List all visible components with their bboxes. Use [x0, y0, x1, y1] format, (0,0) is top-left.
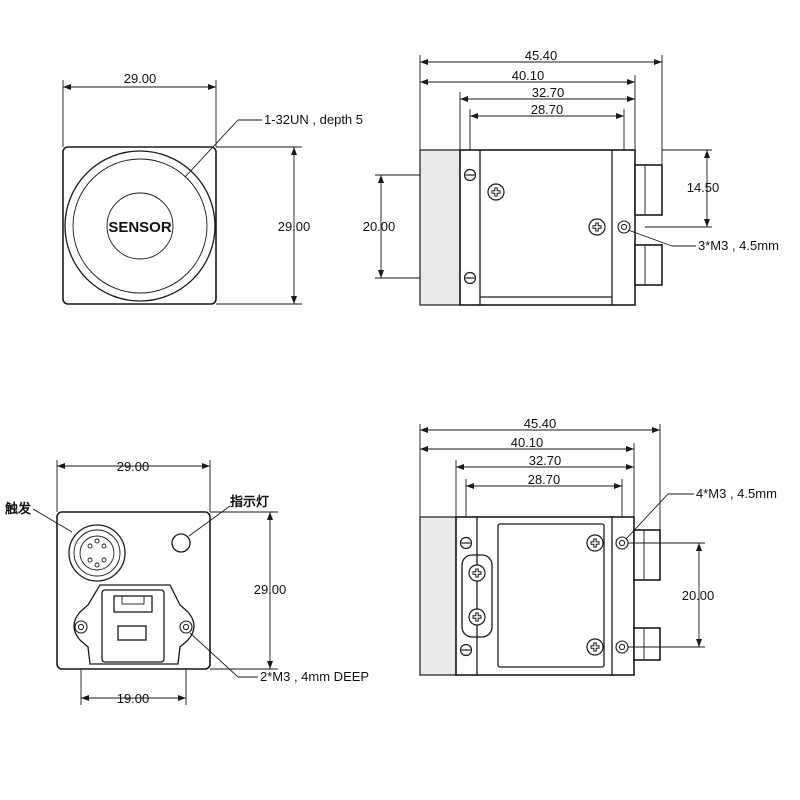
m3-hole-icon [617, 220, 631, 234]
back-bottom-dimension: 19.00 [80, 669, 187, 706]
m3-hole-icon [74, 620, 88, 634]
sensor-label: SENSOR [108, 219, 172, 236]
hole-callout-label: 3*M3 , 4.5mm [698, 238, 779, 253]
m3-hole-icon [179, 620, 193, 634]
back-height-dimension: 29.00 [210, 511, 287, 670]
top-dim-mid: 32.70 [459, 85, 635, 150]
thread-callout-label: 1-32UN , depth 5 [264, 112, 363, 127]
lens-mount-outer [64, 150, 216, 302]
phillips-screw-icon [586, 638, 604, 656]
rear-connector-bottom [633, 627, 661, 661]
bottom-dim-inner: 28.70 [465, 472, 623, 517]
lens-mount-side [419, 149, 461, 306]
lens-mount-side [419, 516, 457, 676]
phillips-screw-icon [468, 564, 486, 582]
dim-height-left-label: 20.00 [363, 219, 396, 234]
thread-callout: 1-32UN , depth 5 [184, 112, 363, 178]
back-bottom-label: 19.00 [117, 691, 150, 706]
bottom-dim-mid: 32.70 [455, 453, 634, 517]
top-dim-body: 40.10 [420, 68, 636, 150]
usb-flange [73, 584, 195, 665]
front-housing [62, 146, 217, 305]
top-dim-inner: 28.70 [469, 102, 625, 150]
dim-mid-label: 32.70 [529, 453, 562, 468]
phillips-screw-icon [487, 183, 505, 201]
side-housing [455, 516, 635, 676]
front-view: SENSOR 29.00 29.00 1-32UN , depth 5 [62, 71, 363, 305]
back-hole-callout-label: 2*M3 , 4mm DEEP [260, 669, 369, 684]
top-dim-height-right: 14.50 [645, 149, 720, 228]
top-hole-callout: 3*M3 , 4.5mm [627, 229, 779, 253]
back-width-label: 29.00 [117, 459, 150, 474]
rear-connector-bottom [634, 244, 663, 286]
indicator-label: 指示灯 [230, 494, 269, 510]
indicator-light-icon [171, 533, 191, 553]
usb-pin-bottom [117, 625, 147, 641]
slot-screw-icon [459, 536, 473, 550]
bottom-hole-callout: 4*M3 , 4.5mm [625, 486, 777, 540]
front-height-dimension: 29.00 [216, 146, 311, 305]
rear-connector-top [634, 164, 663, 216]
rear-connector-top [633, 529, 661, 581]
slot-screw-icon [463, 168, 477, 182]
front-height-label: 29.00 [278, 219, 311, 234]
bottom-dim-overall: 45.40 [419, 416, 661, 530]
side-view-bottom: 45.40 40.10 32.70 28.70 [419, 416, 777, 676]
phillips-screw-icon [586, 534, 604, 552]
side-recessed-panel [497, 523, 605, 668]
side-housing [459, 149, 636, 306]
usb-port [101, 589, 165, 663]
dim-inner-label: 28.70 [528, 472, 561, 487]
trigger-connector [68, 524, 126, 582]
dim-inner-label: 28.70 [531, 102, 564, 117]
dim-height-right-label: 14.50 [687, 180, 720, 195]
slot-screw-icon [463, 271, 477, 285]
dim-overall-label: 45.40 [524, 416, 557, 431]
hole-callout-label: 4*M3 , 4.5mm [696, 486, 777, 501]
front-width-dimension: 29.00 [62, 71, 217, 147]
phillips-screw-icon [468, 608, 486, 626]
sensor-circle [106, 192, 174, 260]
bottom-dim-body: 40.10 [420, 435, 635, 517]
trigger-label: 触发 [4, 501, 32, 517]
phillips-screw-icon [588, 218, 606, 236]
top-dim-height-left: 20.00 [363, 174, 420, 279]
m3-hole-icon [615, 640, 629, 654]
dim-overall-label: 45.40 [525, 48, 558, 63]
dim-mid-label: 32.70 [532, 85, 565, 100]
bottom-dim-height-right: 20.00 [628, 542, 715, 648]
back-height-label: 29.00 [254, 582, 287, 597]
lens-mount-inner [72, 158, 208, 294]
screw-plate [461, 554, 493, 638]
dim-body-label: 40.10 [511, 435, 544, 450]
side-view-top: 45.40 40.10 32.70 28.70 [363, 48, 779, 306]
dim-height-right-label: 20.00 [682, 588, 715, 603]
back-view: 29.00 29.00 19.00 触发 指示灯 2*M3 , 4mm DEEP [4, 459, 369, 706]
slot-screw-icon [459, 643, 473, 657]
top-dim-overall: 45.40 [419, 48, 663, 165]
back-width-dimension: 29.00 [56, 459, 211, 512]
dim-body-label: 40.10 [512, 68, 545, 83]
front-width-label: 29.00 [124, 71, 157, 86]
